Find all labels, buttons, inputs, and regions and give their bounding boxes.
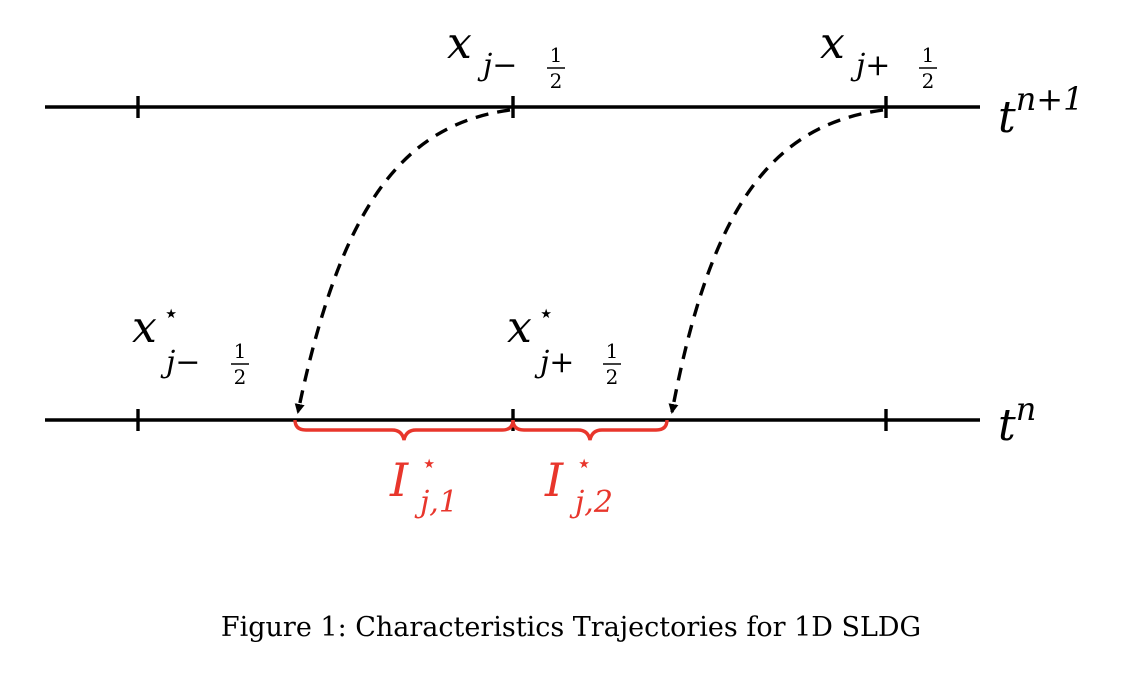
time-label-upper: tn+1 bbox=[998, 80, 1083, 143]
label-x-j-plus-half: x j+ 1 2 bbox=[820, 18, 937, 93]
svg-text:2: 2 bbox=[606, 365, 619, 389]
svg-text:1: 1 bbox=[234, 339, 247, 363]
svg-text:2: 2 bbox=[922, 69, 935, 93]
time-label-lower: tn bbox=[998, 390, 1036, 451]
label-x-star-j-minus-half: x ⋆ j− 1 2 bbox=[132, 299, 249, 389]
svg-text:I: I bbox=[389, 453, 409, 507]
svg-text:1: 1 bbox=[606, 339, 619, 363]
svg-text:j+: j+ bbox=[850, 48, 890, 83]
characteristics-diagram: tn+1 tn x j− 1 2 x j+ 1 2 x ⋆ j− 1 2 x ⋆… bbox=[45, 18, 1083, 520]
svg-text:x: x bbox=[820, 18, 845, 69]
interval-label-1: I ⋆ j,1 bbox=[389, 449, 458, 520]
svg-text:⋆: ⋆ bbox=[421, 449, 437, 479]
svg-text:j−: j− bbox=[477, 48, 517, 83]
svg-text:x: x bbox=[132, 302, 157, 353]
svg-text:1: 1 bbox=[550, 43, 563, 67]
trajectory-right-arrow bbox=[668, 108, 884, 414]
interval-brace-1 bbox=[293, 419, 515, 441]
svg-text:2: 2 bbox=[550, 69, 563, 93]
svg-text:x: x bbox=[447, 18, 472, 69]
interval-brace-2 bbox=[511, 419, 669, 441]
svg-text:j−: j− bbox=[160, 345, 200, 380]
svg-text:I: I bbox=[544, 453, 564, 507]
svg-text:x: x bbox=[507, 302, 532, 353]
svg-text:j+: j+ bbox=[534, 345, 574, 380]
svg-text:⋆: ⋆ bbox=[576, 449, 592, 479]
label-x-star-j-plus-half: x ⋆ j+ 1 2 bbox=[507, 299, 621, 389]
svg-text:⋆: ⋆ bbox=[538, 299, 554, 329]
svg-text:j,1: j,1 bbox=[414, 485, 458, 520]
trajectory-left-arrow bbox=[294, 108, 511, 414]
label-x-j-minus-half: x j− 1 2 bbox=[447, 18, 565, 93]
svg-text:⋆: ⋆ bbox=[163, 299, 179, 329]
svg-text:1: 1 bbox=[922, 43, 935, 67]
svg-text:j,2: j,2 bbox=[569, 485, 613, 520]
svg-text:2: 2 bbox=[234, 365, 247, 389]
figure-caption: Figure 1: Characteristics Trajectories f… bbox=[220, 612, 922, 643]
interval-label-2: I ⋆ j,2 bbox=[544, 449, 613, 520]
